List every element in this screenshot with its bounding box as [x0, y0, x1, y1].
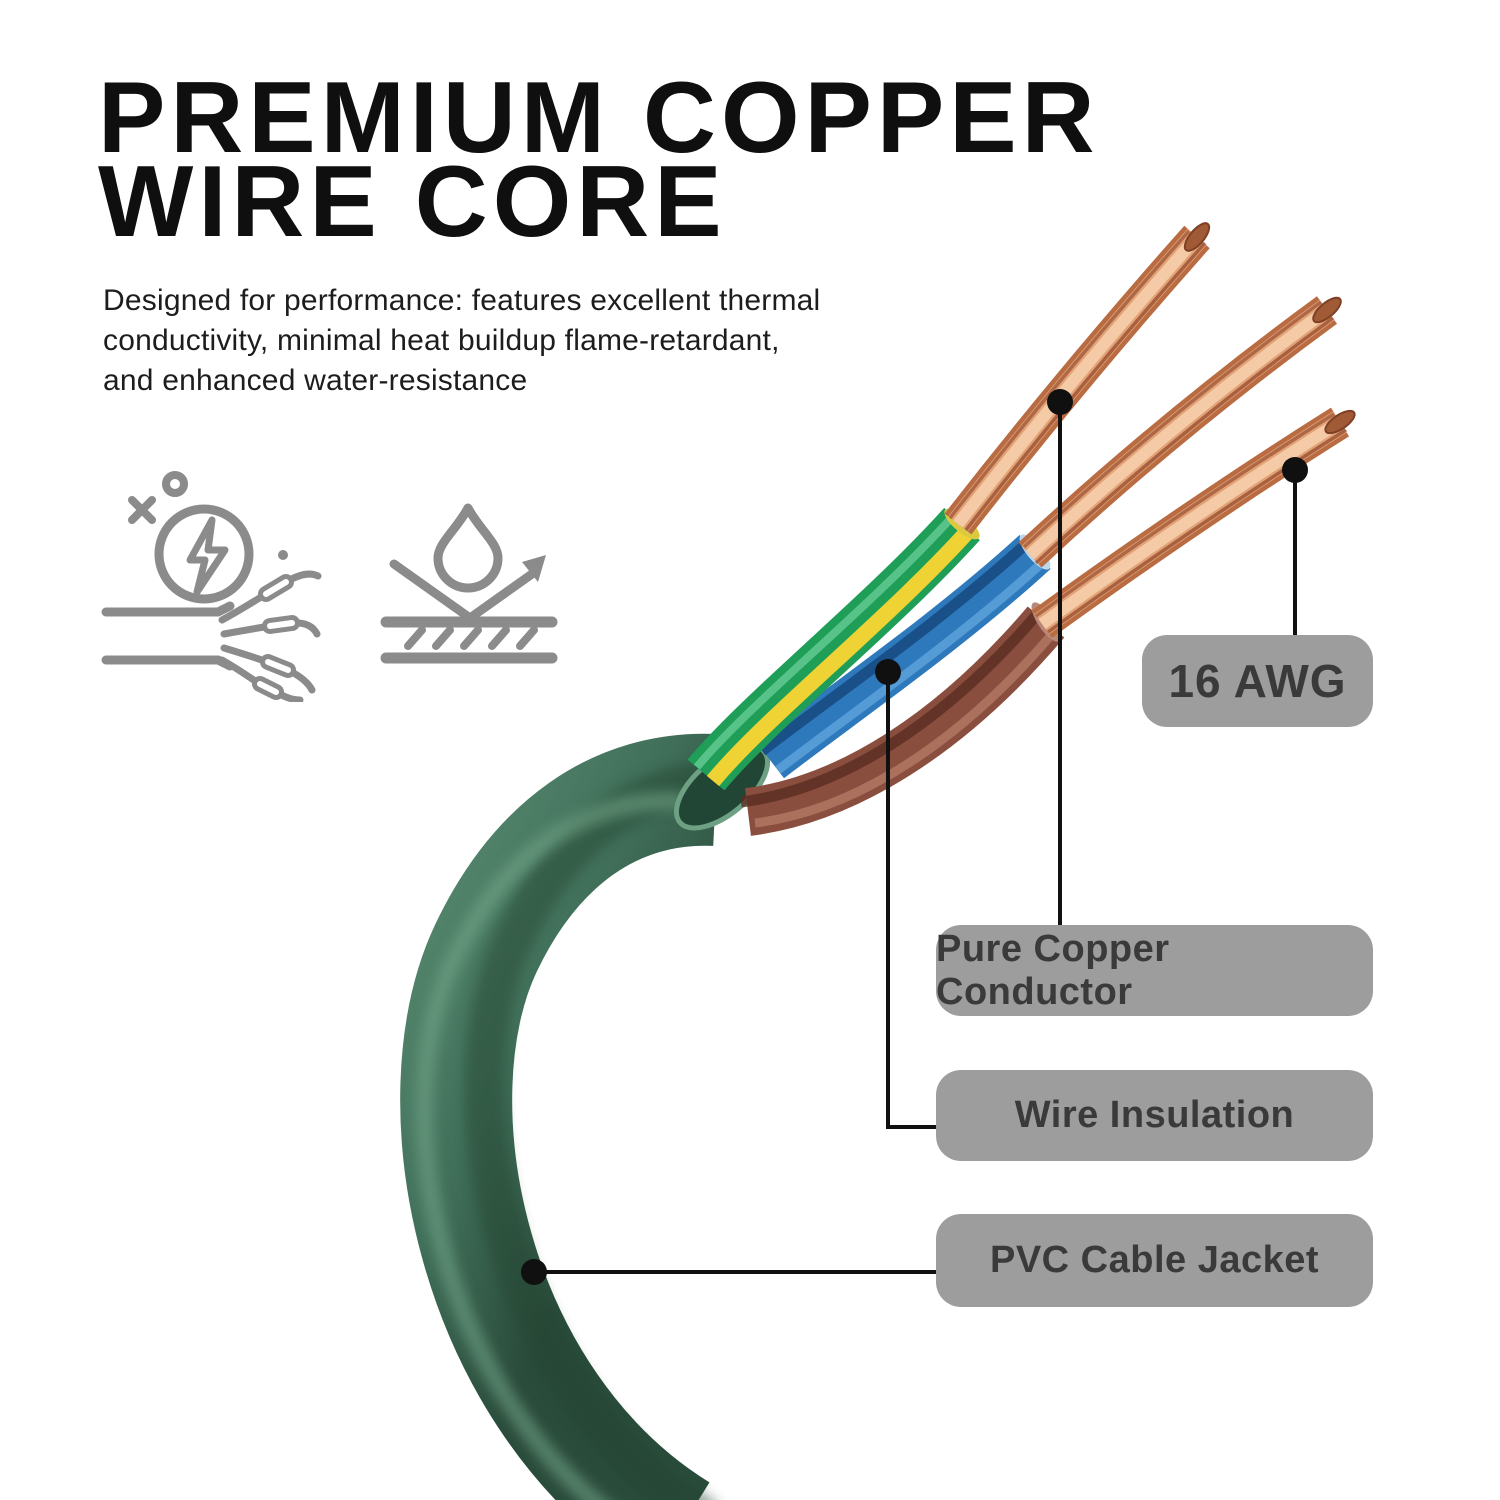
sparkle-cross-icon — [128, 496, 156, 524]
title-line-1: PREMIUM COPPER — [98, 62, 1100, 174]
lightning-circle — [154, 504, 254, 604]
wire-ferrule-1-core — [263, 579, 289, 597]
copper-strand-earth — [944, 222, 1211, 535]
callout-dot-jacket — [521, 1259, 547, 1285]
surface-hatching — [404, 626, 538, 650]
insulation-badge: Wire Insulation — [936, 1070, 1373, 1161]
electric-cable-icon — [101, 471, 322, 702]
sparkle-dot-icon — [278, 550, 288, 560]
callout-line-insulation — [886, 672, 936, 1129]
wire-ferrule-3-core — [265, 659, 291, 673]
description-line-1: Designed for performance: features excel… — [103, 284, 821, 317]
sparkle-circle-icon — [162, 471, 188, 497]
conductor-badge: Pure Copper Conductor — [936, 925, 1373, 1016]
lightning-bolt-icon — [186, 516, 229, 596]
description-line-2: conductivity, minimal heat buildup flame… — [103, 324, 780, 357]
bounce-line-right — [465, 569, 537, 623]
cable-sheath — [101, 607, 223, 665]
callout-dot-conductor — [1047, 389, 1073, 415]
water-drop-icon — [433, 503, 503, 593]
jacket-badge: PVC Cable Jacket — [936, 1214, 1373, 1307]
description-line-3: and enhanced water-resistance — [103, 364, 528, 397]
water-resistant-icon — [380, 503, 558, 664]
copper-strand-blue — [1018, 296, 1342, 568]
callout-dot-awg — [1282, 457, 1308, 483]
bounce-line-left — [389, 559, 475, 623]
title-line-2: WIRE CORE — [98, 146, 727, 258]
wire-ferrule-4-core — [257, 681, 279, 695]
product-description: Designed for performance: features excel… — [103, 281, 820, 401]
earth-wire-stripe — [706, 524, 975, 787]
awg-badge: 16 AWG — [1142, 635, 1373, 727]
copper-strand-brown — [1032, 407, 1356, 638]
brown-wire — [740, 602, 1065, 836]
page-title: PREMIUM COPPER WIRE CORE — [98, 62, 1100, 258]
callout-dot-insulation — [875, 659, 901, 685]
arrowhead-icon — [522, 555, 546, 582]
wire-ferrule-2-core — [267, 620, 295, 629]
pvc-jacket — [400, 733, 742, 1500]
